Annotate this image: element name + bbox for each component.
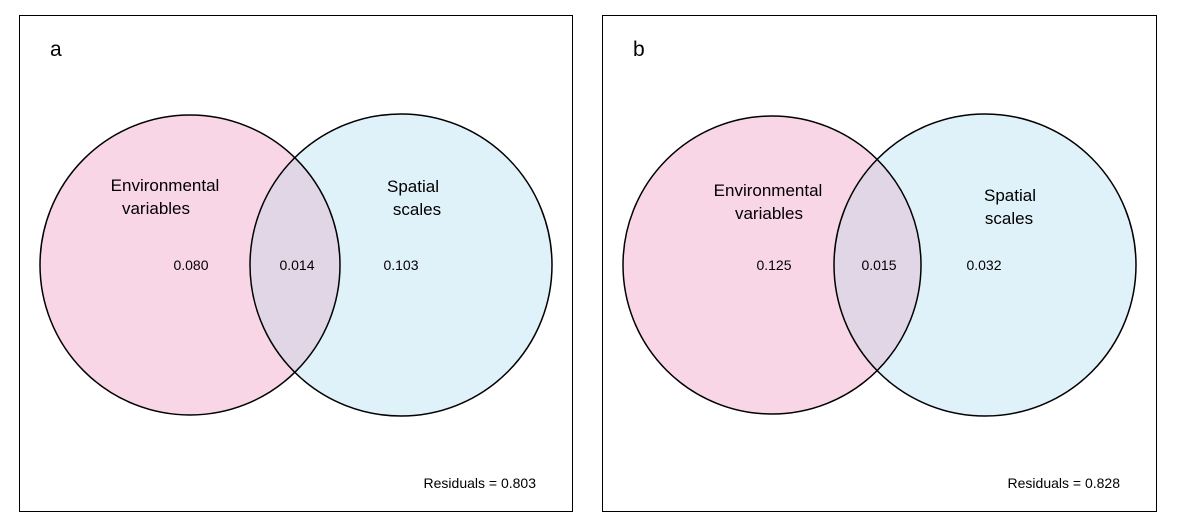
right-only-value: 0.103 bbox=[383, 257, 418, 273]
residuals-label: Residuals = 0.828 bbox=[1007, 475, 1120, 491]
environmental-variables-circle bbox=[40, 115, 340, 415]
right-circle-label-line2: scales bbox=[393, 200, 441, 219]
left-circle-label-line1: Environmental bbox=[714, 181, 823, 200]
right-circle-label-line1: Spatial bbox=[984, 186, 1036, 205]
panel-letter: b bbox=[633, 38, 645, 61]
venn-diagram: Environmental variables Spatial scales 0… bbox=[39, 113, 553, 417]
left-only-value: 0.080 bbox=[173, 257, 208, 273]
venn-panel-a: a Environmental variables Spatial scales… bbox=[19, 15, 573, 512]
spatial-scales-circle bbox=[250, 114, 552, 416]
venn-diagram: Environmental variables Spatial scales 0… bbox=[622, 113, 1137, 417]
left-circle-label-line2: variables bbox=[122, 199, 190, 218]
overlap-value: 0.014 bbox=[279, 257, 314, 273]
spatial-scales-circle bbox=[834, 114, 1136, 416]
right-circle-label-line2: scales bbox=[985, 209, 1033, 228]
right-only-value: 0.032 bbox=[966, 257, 1001, 273]
venn-panel-b: b Environmental variables Spatial scales… bbox=[602, 15, 1157, 512]
overlap-value: 0.015 bbox=[861, 257, 896, 273]
right-circle-label-line1: Spatial bbox=[387, 177, 439, 196]
panel-letter: a bbox=[50, 38, 62, 61]
left-only-value: 0.125 bbox=[756, 257, 791, 273]
environmental-variables-circle bbox=[623, 116, 921, 414]
residuals-label: Residuals = 0.803 bbox=[423, 475, 536, 491]
left-circle-label-line1: Environmental bbox=[111, 176, 220, 195]
left-circle-label-line2: variables bbox=[735, 204, 803, 223]
